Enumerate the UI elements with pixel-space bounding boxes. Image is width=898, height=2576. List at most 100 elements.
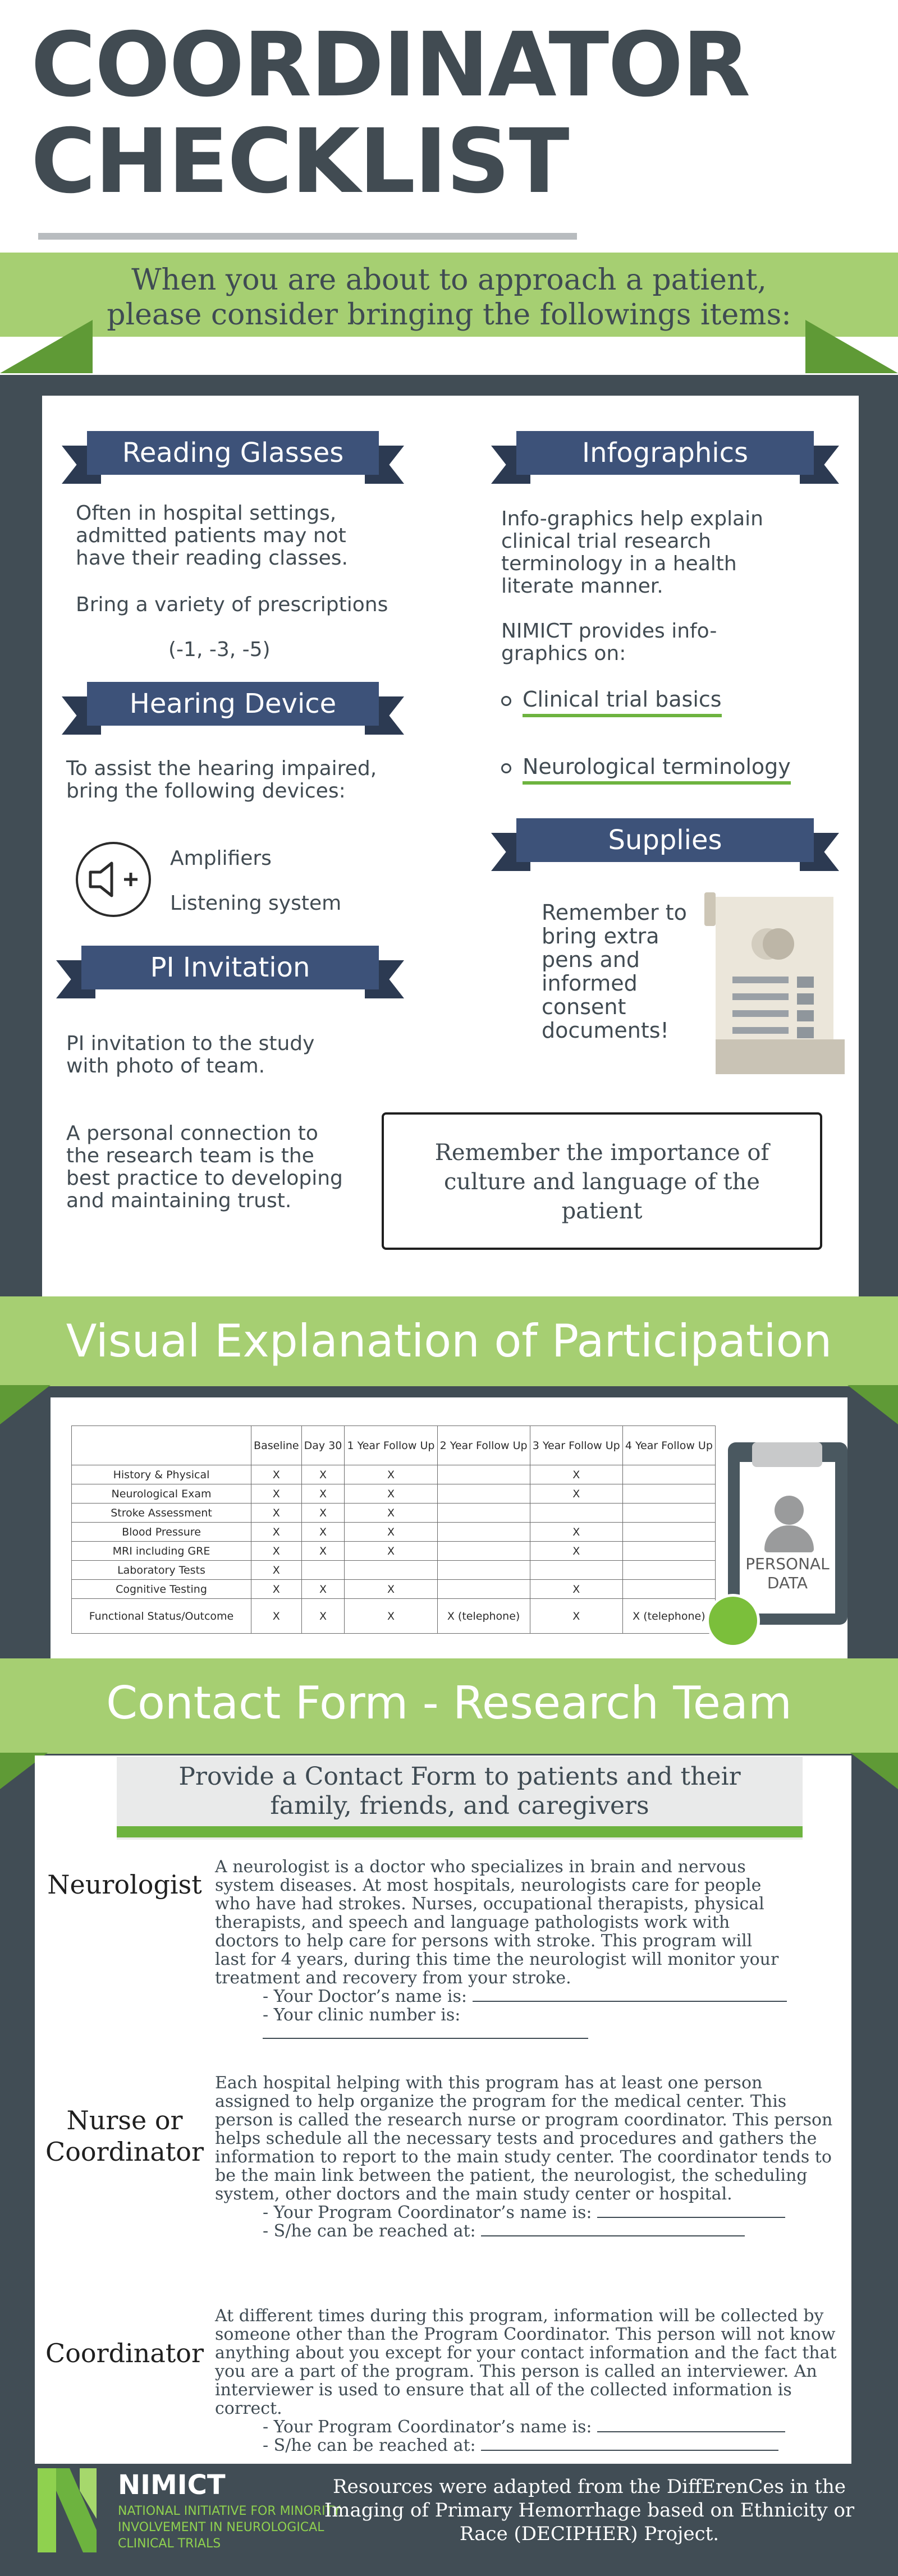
reached-at-field[interactable]: - S/he can be reached at: <box>215 2222 838 2240</box>
hearing-device-heading: Hearing Device <box>62 682 404 735</box>
amplifiers-item: Amplifiers <box>170 847 272 870</box>
table-cell: X <box>344 1465 438 1484</box>
doctor-name-field[interactable]: - Your Doctor’s name is: <box>215 1987 787 2006</box>
nurse-text: Each hospital helping with this program … <box>215 2073 833 2204</box>
footer <box>0 2464 898 2576</box>
banner-fold-right <box>847 1385 898 1424</box>
table-header-cell: 4 Year Follow Up <box>622 1425 716 1465</box>
nimict-provides-text: NIMICT provides info-graphics on: <box>501 620 717 665</box>
provide-line-2: family, friends, and caregivers <box>270 1791 649 1820</box>
table-cell: X <box>251 1560 302 1580</box>
table-cell <box>529 1560 623 1580</box>
neurological-terminology-link[interactable]: Neurological terminology <box>523 754 791 785</box>
coordinator-name-blank[interactable] <box>597 2204 786 2218</box>
table-cell: X <box>344 1579 438 1599</box>
reminder-box <box>382 1112 822 1250</box>
table-cell <box>622 1579 716 1599</box>
table-cell <box>437 1541 530 1561</box>
nurse-label-line-1: Nurse or <box>66 2105 183 2135</box>
coordinator-section: At different times during this program, … <box>215 2307 838 2455</box>
neurologist-text: A neurologist is a doctor who specialize… <box>215 1857 779 1988</box>
hearing-device-text: To assist the hearing impaired, bring th… <box>66 757 377 803</box>
table-cell <box>301 1560 345 1580</box>
coordinator-label: Coordinator <box>45 2338 204 2368</box>
clinic-number-field[interactable]: - Your clinic number is: <box>215 2006 787 2043</box>
reading-glasses-title: Reading Glasses <box>87 431 379 475</box>
table-cell: X <box>251 1465 302 1484</box>
banner-fold-left <box>0 1385 51 1424</box>
provide-text: Provide a Contact Form to patients and t… <box>129 1762 790 1821</box>
bullet-icon <box>501 695 511 706</box>
table-cell: X (telephone) <box>622 1598 716 1634</box>
pi-invitation-title: PI Invitation <box>81 946 379 989</box>
table-header-row: Baseline Day 30 1 Year Follow Up 2 Year … <box>71 1425 716 1465</box>
supplies-heading: Supplies <box>491 818 839 871</box>
table-cell: X <box>344 1503 438 1523</box>
contact-form-banner <box>0 1658 898 1754</box>
reached2-at-field[interactable]: - S/he can be reached at: <box>215 2436 838 2455</box>
reached-at-label: - S/he can be reached at: <box>263 2221 476 2241</box>
table-row-label: MRI including GRE <box>71 1541 251 1561</box>
infographics-text: Info-graphics help explain clinical tria… <box>501 507 763 598</box>
table-row-label: Neurological Exam <box>71 1484 251 1504</box>
table-cell: X <box>529 1598 623 1634</box>
personal-connection-text: A personal connection to the research te… <box>66 1122 343 1212</box>
table-cell: X <box>251 1503 302 1523</box>
intro-line-1: When you are about to approach a patient… <box>131 263 767 297</box>
table-header-cell <box>71 1425 251 1465</box>
table-cell: X <box>251 1598 302 1634</box>
table-cell <box>437 1503 530 1523</box>
table-cell: X <box>251 1522 302 1542</box>
nurse-label-line-2: Coordinator <box>45 2137 204 2167</box>
reading-glasses-text: Often in hospital settings, admitted pat… <box>76 502 348 570</box>
visual-explanation-title: Visual Explanation of Participation <box>66 1315 832 1367</box>
table-row-label: Laboratory Tests <box>71 1560 251 1580</box>
table-cell <box>622 1465 716 1484</box>
nurse-section: Each hospital helping with this program … <box>215 2074 838 2240</box>
reached2-at-label: - S/he can be reached at: <box>263 2436 476 2455</box>
table-cell: X <box>301 1484 345 1504</box>
reached2-at-blank[interactable] <box>481 2437 779 2451</box>
table-cell: X <box>251 1484 302 1504</box>
table-cell <box>529 1503 623 1523</box>
table-cell: X <box>344 1522 438 1542</box>
reached-at-blank[interactable] <box>481 2223 745 2236</box>
table-cell: X <box>529 1465 623 1484</box>
coordinator-name-field[interactable]: - Your Program Coordinator’s name is: <box>215 2203 838 2222</box>
table-header-cell: 3 Year Follow Up <box>529 1425 623 1465</box>
doctor-name-blank[interactable] <box>472 1988 787 2002</box>
speaker-plus-icon <box>76 842 151 917</box>
infographics-heading: Infographics <box>491 431 839 484</box>
coordinator2-name-blank[interactable] <box>597 2419 786 2432</box>
link-clinical-trial-basics[interactable]: Clinical trial basics <box>501 686 722 717</box>
table-cell <box>437 1465 530 1484</box>
pi-invitation-text: PI invitation to the study with photo of… <box>66 1032 315 1078</box>
clinic-number-blank[interactable] <box>263 2025 588 2039</box>
table-cell: X <box>301 1503 345 1523</box>
table-cell: X <box>529 1541 623 1561</box>
visual-explanation-banner <box>0 1296 898 1386</box>
prescriptions-values: (-1, -3, -5) <box>168 638 271 661</box>
table-cell: X <box>301 1541 345 1561</box>
green-dot-decoration <box>706 1594 760 1648</box>
table-cell <box>622 1560 716 1580</box>
table-header-cell: Baseline <box>251 1425 302 1465</box>
neurologist-label: Neurologist <box>47 1869 202 1900</box>
neurologist-section: A neurologist is a doctor who specialize… <box>215 1858 787 2043</box>
clinical-trial-basics-link[interactable]: Clinical trial basics <box>523 687 722 717</box>
intro-text: When you are about to approach a patient… <box>56 263 842 332</box>
table-header-cell: 1 Year Follow Up <box>344 1425 438 1465</box>
nurse-coordinator-label: Nurse or Coordinator <box>40 2105 209 2167</box>
nimict-logo-icon <box>35 2468 99 2552</box>
coordinator2-name-field[interactable]: - Your Program Coordinator’s name is: <box>215 2418 838 2436</box>
link-neurological-terminology[interactable]: Neurological terminology <box>501 754 791 785</box>
reading-glasses-heading: Reading Glasses <box>62 431 404 484</box>
title-line-2: CHECKLIST <box>31 110 570 213</box>
coordinator2-name-label: - Your Program Coordinator’s name is: <box>263 2417 592 2437</box>
provide-box <box>117 1757 803 1840</box>
table-cell: X <box>301 1522 345 1542</box>
